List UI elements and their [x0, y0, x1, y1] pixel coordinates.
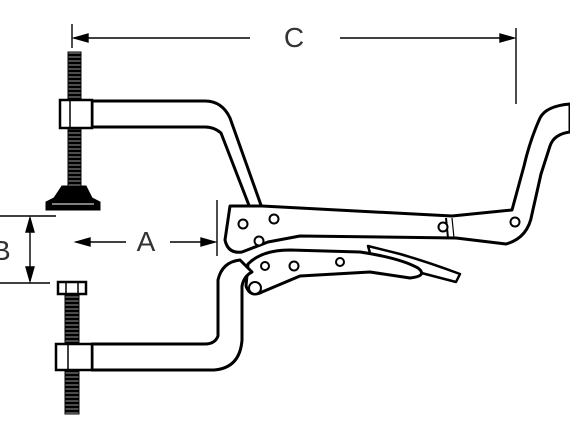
bottom-screw-nut [56, 280, 88, 296]
dimension-a [73, 200, 218, 256]
rivets [237, 213, 521, 295]
rivet [335, 257, 345, 267]
rivet [437, 221, 449, 233]
release-lever [366, 244, 462, 284]
rivet [253, 235, 265, 247]
top-clamp-arm [90, 99, 264, 210]
bottom-clamp-arm [90, 258, 254, 372]
rivet [268, 213, 280, 225]
dimension-c-label: C [284, 22, 304, 53]
rivet [509, 216, 521, 228]
bottom-screw-sleeve [54, 342, 94, 372]
rivet [260, 261, 270, 271]
dimension-c [71, 24, 517, 104]
swivel-pad [45, 185, 101, 211]
rivet [288, 260, 300, 272]
dimension-b-label: B [0, 235, 11, 266]
upper-handle [223, 102, 570, 254]
dimension-a-label: A [137, 226, 156, 257]
rivet [248, 281, 262, 295]
dimension-b [0, 215, 56, 284]
top-screw-nut [58, 98, 94, 130]
rivet [237, 218, 249, 230]
